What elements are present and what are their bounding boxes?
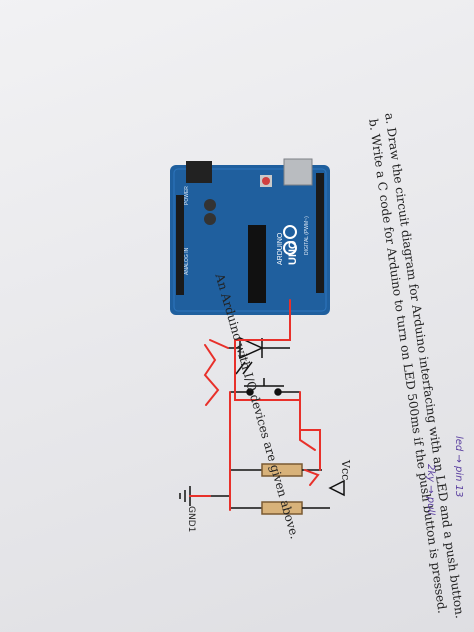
student-wiring [189,299,321,511]
gnd-label: GND1 [186,506,196,533]
arduino-logo [283,225,297,255]
reset-button [262,177,270,185]
circuit-diagram [179,336,345,515]
analog-label: ANALOG IN [184,247,190,275]
item-a-marker: a. [382,112,398,125]
item-b-marker: b. [366,118,382,132]
handwritten-note-2: 2ky → pull [425,464,436,516]
digital-header [316,173,324,293]
board-name: UNO [287,240,299,265]
power-label: POWER [184,186,190,205]
analog-header [176,195,184,295]
digital-label: DIGITAL (PWM~) [304,216,310,255]
board-brand: ARDUINO [277,232,284,265]
microcontroller-chip [248,225,266,303]
arduino-board: UNO ARDUINO POWER ANALOG IN DIGITAL (PWM… [170,158,330,315]
usb-port [283,158,313,186]
power-jack [186,161,212,183]
vcc-arrow-icon [328,479,345,497]
vcc-label: Vcc [339,460,352,481]
handwritten-note-1: led → pin 13 [453,436,464,498]
button-contact-right [274,388,282,396]
led-icon [239,336,264,360]
